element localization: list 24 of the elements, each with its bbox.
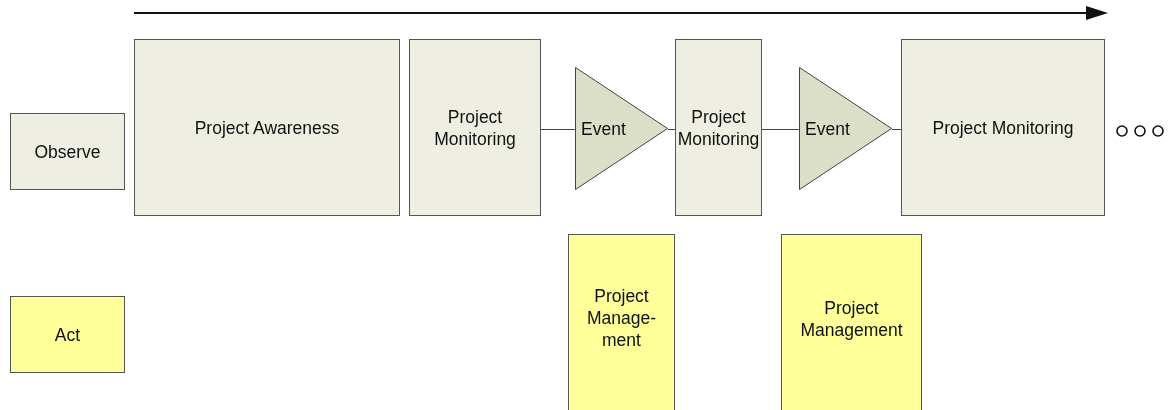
- process-box: [901, 39, 1105, 216]
- action-box: [781, 234, 922, 410]
- connector-line: [891, 129, 902, 130]
- process-box: [409, 39, 541, 216]
- process-box: [675, 39, 762, 216]
- action-box: [10, 296, 125, 373]
- box-label: Project Management: [799, 297, 904, 341]
- box-label: Project Monitoring: [677, 105, 760, 150]
- event-label: Event: [805, 117, 850, 140]
- connector-line: [540, 129, 576, 130]
- event-label: Event: [581, 117, 626, 140]
- action-box: [568, 234, 675, 410]
- box-label: Project Monitoring: [433, 105, 517, 150]
- box-label: Act: [54, 323, 81, 346]
- process-box: [10, 113, 125, 190]
- event-triangle: [575, 67, 668, 190]
- box-label: Project Manage-ment: [585, 285, 658, 351]
- box-label: Project Monitoring: [932, 116, 1074, 139]
- process-box: [134, 39, 400, 216]
- box-label: Observe: [34, 140, 101, 163]
- connector-line: [667, 129, 676, 130]
- box-label: Project Awareness: [194, 116, 340, 139]
- event-triangle: [799, 67, 892, 190]
- connector-line: [761, 129, 800, 130]
